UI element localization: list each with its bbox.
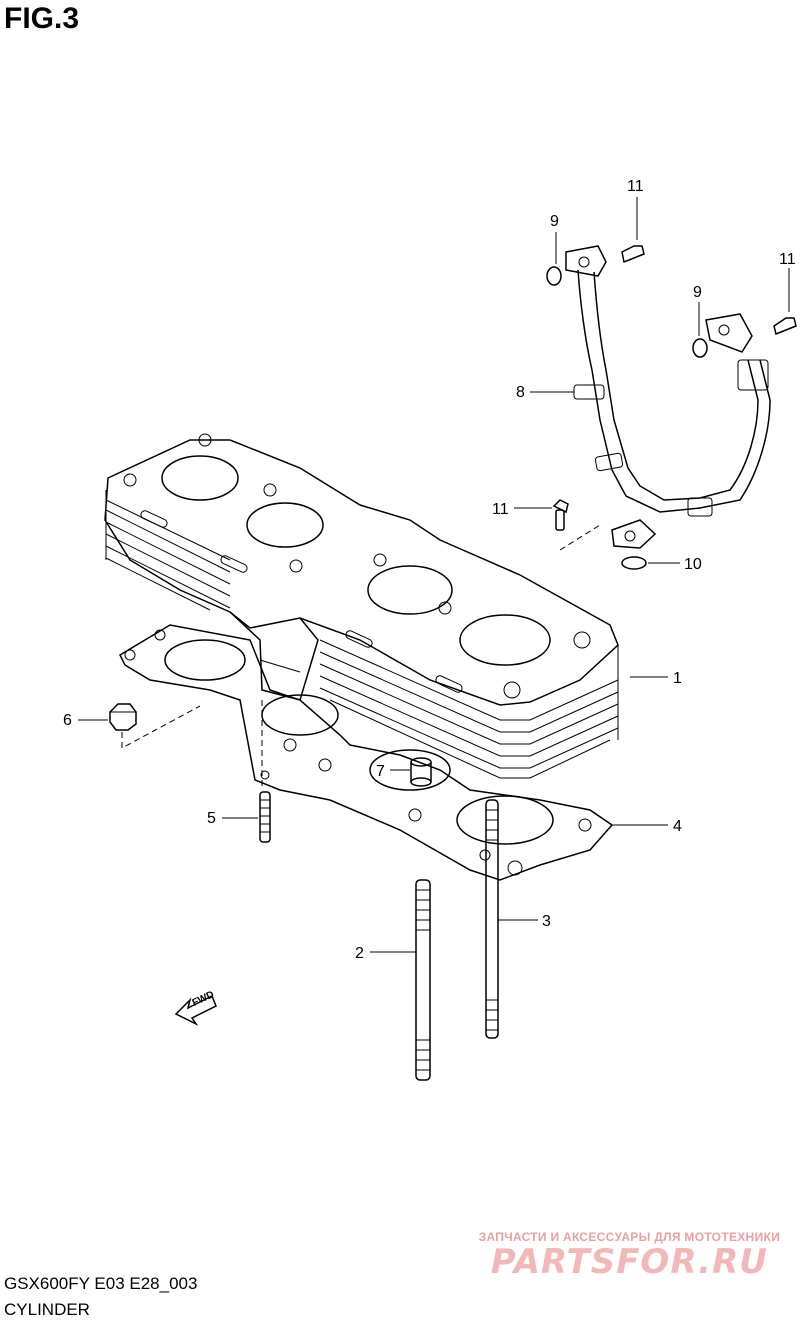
callout-9-left: 9 bbox=[550, 213, 559, 230]
callout-11-lower: 11 bbox=[492, 501, 509, 518]
fwd-label: FWD bbox=[191, 989, 216, 1009]
bolt-upper-right[interactable] bbox=[773, 317, 797, 336]
stud-bolt-long-left[interactable] bbox=[415, 879, 431, 1081]
group-name: CYLINDER bbox=[4, 1300, 90, 1319]
watermark: ЗАПЧАСТИ И АКСЕССУАРЫ ДЛЯ МОТОТЕХНИКИ PA… bbox=[479, 1230, 780, 1282]
figure-title: FIG.3 bbox=[4, 2, 80, 35]
callout-6: 6 bbox=[63, 712, 72, 729]
watermark-tagline: ЗАПЧАСТИ И АКСЕССУАРЫ ДЛЯ МОТОТЕХНИКИ bbox=[478, 1230, 780, 1244]
stud-bolt-short[interactable] bbox=[259, 791, 271, 843]
callout-11-top: 11 bbox=[627, 178, 644, 195]
o-ring-upper-right[interactable] bbox=[692, 338, 708, 358]
leader-lines bbox=[78, 197, 790, 953]
watermark-logo: PARTSFOR.RU bbox=[490, 1242, 768, 1282]
dowel-pin[interactable] bbox=[410, 757, 432, 787]
forward-direction-arrow: FWD bbox=[174, 989, 217, 1026]
callout-9-right: 9 bbox=[693, 284, 702, 301]
callout-2: 2 bbox=[355, 945, 364, 962]
bolt-upper-left[interactable] bbox=[621, 245, 645, 264]
callout-10: 10 bbox=[684, 556, 702, 573]
callout-3: 3 bbox=[542, 913, 551, 930]
callout-11-right: 11 bbox=[779, 251, 796, 268]
model-code: GSX600FY E03 E28_003 bbox=[4, 1274, 198, 1293]
callout-7: 7 bbox=[376, 763, 385, 780]
callout-4: 4 bbox=[673, 818, 682, 835]
o-ring-upper-left[interactable] bbox=[546, 266, 562, 286]
water-hose[interactable] bbox=[565, 245, 771, 549]
bolt-lower[interactable] bbox=[552, 499, 601, 551]
callout-5: 5 bbox=[207, 810, 216, 827]
o-ring-lower[interactable] bbox=[621, 556, 647, 570]
hex-nut[interactable] bbox=[109, 703, 201, 749]
callout-8: 8 bbox=[516, 384, 525, 401]
callout-1: 1 bbox=[673, 670, 682, 687]
stud-bolt-long-right[interactable] bbox=[485, 799, 499, 1039]
cylinder-block[interactable] bbox=[104, 433, 619, 779]
